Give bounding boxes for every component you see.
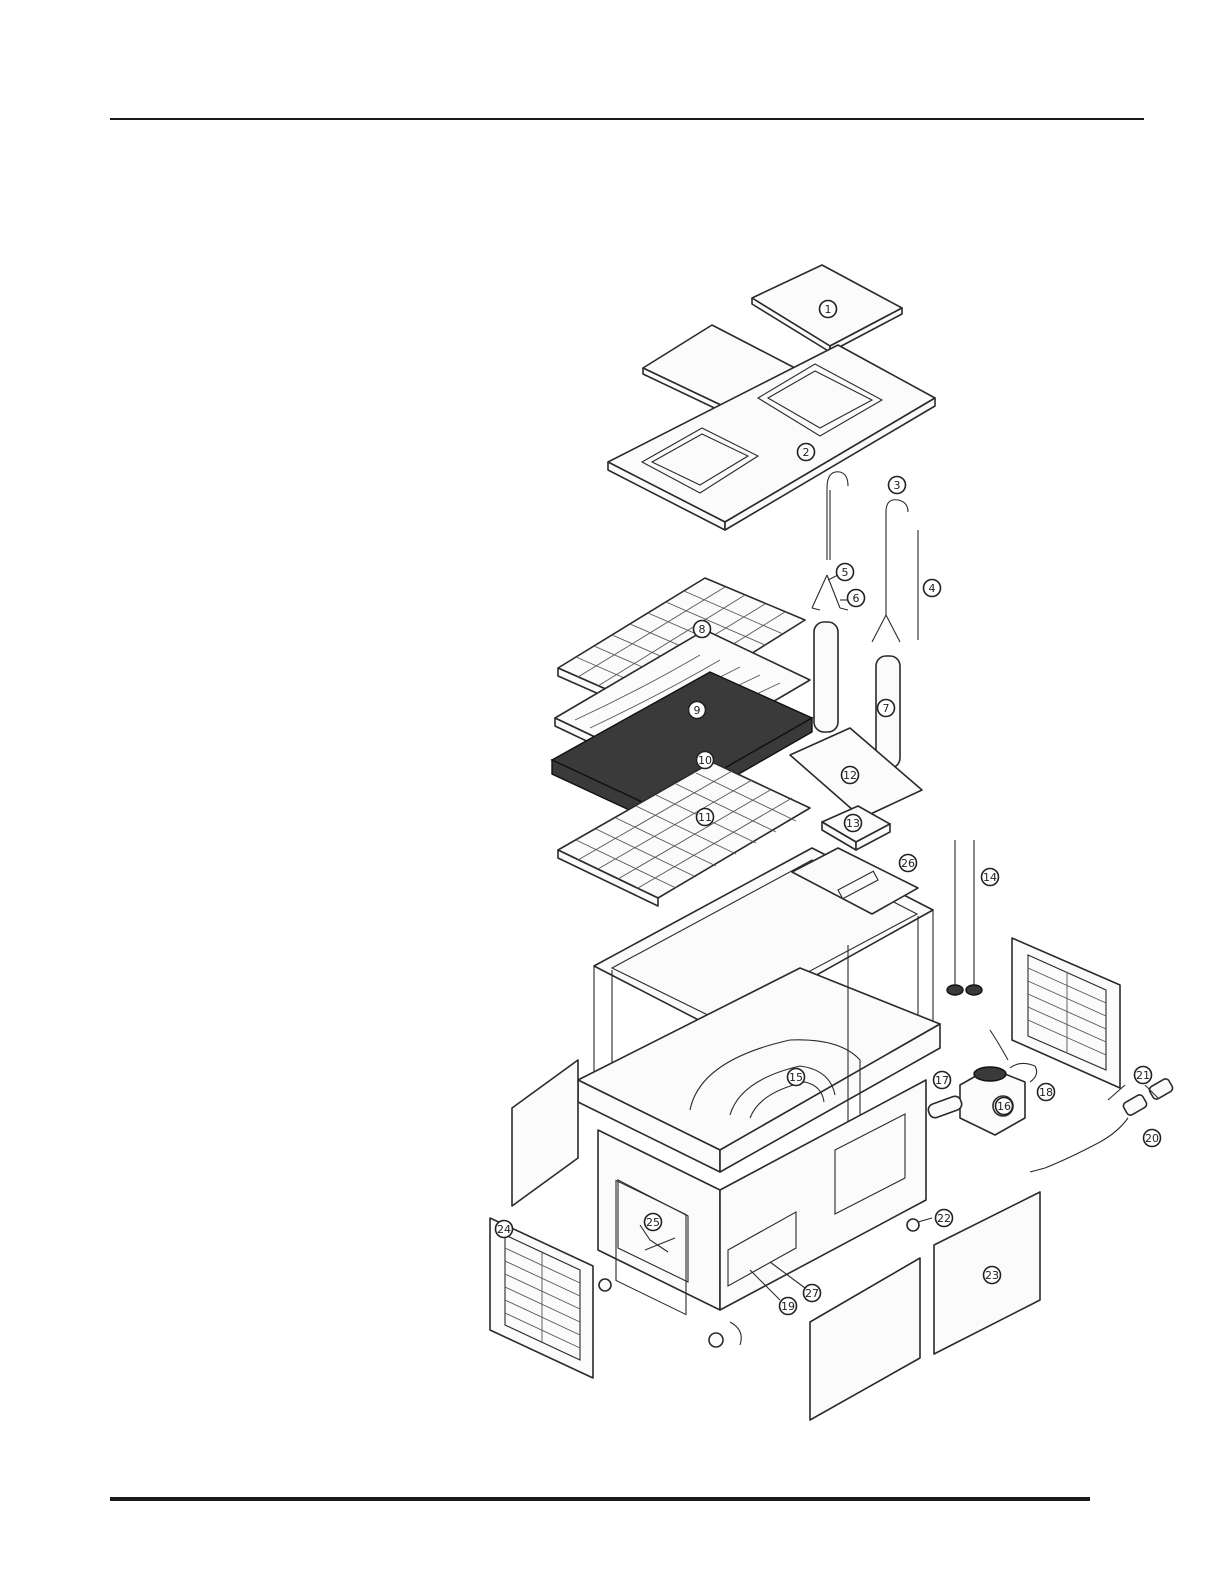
callout-16: 16: [996, 1098, 1013, 1115]
drain-hose: [1030, 1118, 1128, 1172]
callout-number: 18: [1039, 1086, 1053, 1099]
callout-18: 18: [1038, 1084, 1055, 1101]
fan-motor: [960, 1067, 1025, 1135]
callout-19: 19: [780, 1298, 797, 1315]
callout-14: 14: [982, 869, 999, 886]
callout-15: 15: [788, 1069, 805, 1086]
callout-25: 25: [645, 1214, 662, 1231]
callout-number: 4: [929, 582, 936, 595]
callout-number: 8: [699, 623, 706, 636]
callout-number: 1: [825, 303, 832, 316]
callout-number: 17: [935, 1074, 949, 1087]
callout-22: 22: [936, 1210, 953, 1227]
callout-number: 15: [789, 1071, 803, 1084]
callout-number: 12: [843, 769, 857, 782]
callout-20: 20: [1144, 1130, 1161, 1147]
hose-fittings: [1122, 1077, 1174, 1116]
side-panel-left: [512, 1060, 578, 1206]
support-rods: [947, 840, 982, 995]
callout-number: 21: [1136, 1069, 1150, 1082]
motor-shaft: [927, 1095, 964, 1120]
callout-number: 2: [803, 446, 810, 459]
callout-number: 25: [646, 1216, 660, 1229]
louvered-grille-left: [490, 1218, 593, 1378]
callout-number: 14: [983, 871, 997, 884]
callout-number: 23: [985, 1269, 999, 1282]
callout-number: 7: [883, 702, 890, 715]
tube-left: [814, 622, 838, 732]
callout-number: 16: [997, 1100, 1011, 1113]
callout-number: 27: [805, 1287, 819, 1300]
callout-27: 27: [804, 1285, 821, 1302]
callout-12: 12: [842, 767, 859, 784]
callout-number: 5: [842, 566, 849, 579]
callout-number: 20: [1145, 1132, 1159, 1145]
callout-number: 24: [497, 1223, 511, 1236]
front-panel-center: [810, 1258, 920, 1420]
hook-rod-right: [886, 500, 918, 640]
callout-number: 3: [894, 479, 901, 492]
callout-2: 2: [798, 444, 815, 461]
callout-26: 26: [900, 855, 917, 872]
callout-11: 11: [697, 809, 714, 826]
callout-9: 9: [689, 702, 706, 719]
callout-23: 23: [984, 1267, 1001, 1284]
callout-24: 24: [496, 1221, 513, 1238]
callout-number: 11: [698, 811, 712, 824]
callout-number: 26: [901, 857, 915, 870]
louvered-grille-right: [1012, 938, 1120, 1088]
callout-17: 17: [934, 1072, 951, 1089]
hook-rod-left: [827, 472, 848, 560]
callout-21: 21: [1135, 1067, 1152, 1084]
callout-number: 22: [937, 1212, 951, 1225]
callout-10: 10: [697, 752, 714, 769]
callout-number: 19: [781, 1300, 795, 1313]
callout-6: 6: [848, 590, 865, 607]
callout-number: 13: [846, 817, 860, 830]
callout-number: 6: [853, 592, 860, 605]
callout-5: 5: [837, 564, 854, 581]
callout-13: 13: [845, 815, 862, 832]
callout-4: 4: [924, 580, 941, 597]
callout-3: 3: [889, 477, 906, 494]
callout-number: 9: [694, 704, 701, 717]
callout-number: 10: [698, 754, 712, 767]
callout-8: 8: [694, 621, 711, 638]
callout-1: 1: [820, 301, 837, 318]
callout-7: 7: [878, 700, 895, 717]
y-connector-right: [872, 615, 900, 642]
